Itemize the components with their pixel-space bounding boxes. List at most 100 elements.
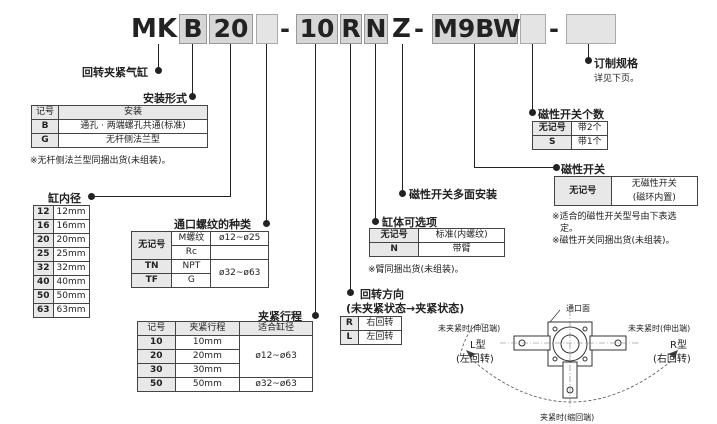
- direction-table: R 右回转 L 左回转: [340, 316, 403, 345]
- bore-code: 32: [33, 261, 54, 276]
- port-table: 无记号 M螺纹 ø12~ø25 Rc TN NPT ø32~ø63 TF G: [130, 231, 269, 288]
- stroke-table: 记号 夹紧行程 适合缸径 10 10mm ø12~ø63 20 20mm 30 …: [137, 321, 313, 392]
- order-title: 订制规格: [594, 57, 638, 70]
- switch-note-3: ※磁性开关同捆出货(未组装)。: [552, 236, 675, 246]
- body-note: ※臂同捆出货(未组装)。: [368, 265, 464, 275]
- stroke-code: 20: [137, 349, 176, 364]
- stroke-value: 20mm: [174, 349, 241, 364]
- mount-header-type: 安装: [58, 105, 208, 120]
- direction-code-r: R: [340, 316, 359, 331]
- port-type: M螺纹: [171, 231, 212, 246]
- switch-desc-1: 无磁性开关: [610, 176, 699, 191]
- mount-desc-b: 通孔 · 两端螺孔共通(标准): [58, 119, 208, 134]
- bore-size: 12mm: [52, 205, 90, 220]
- switch-table: 无记号 无磁性开关 (磁环内置): [554, 176, 699, 206]
- body-desc-standard: 标准(内螺纹): [418, 228, 505, 243]
- left-arrowhead: [466, 350, 476, 358]
- code-dash-2: -: [414, 15, 424, 43]
- switch-note-1: ※适合的磁性开关型号由下表选: [552, 212, 677, 222]
- stroke-code: 10: [137, 335, 176, 350]
- switch-count-title: 磁性开关个数: [538, 108, 604, 121]
- code-dash-3: -: [549, 15, 559, 43]
- rotary-clamp-label: 回转夹紧气缸: [82, 66, 148, 79]
- code-switch-box: M9BW: [432, 14, 521, 44]
- port-type: Rc: [171, 245, 212, 260]
- switch-count-table: 无记号 带2个 S 带1个: [531, 121, 608, 150]
- code-dash-1: -: [280, 15, 290, 43]
- body-desc-arm: 带臂: [418, 242, 505, 257]
- bore-title: 缸内径: [48, 192, 81, 205]
- bore-code: 16: [33, 219, 54, 234]
- switch-count-code-none: 无记号: [531, 121, 573, 136]
- right-type-label: R型: [670, 340, 687, 351]
- port-code-tf: TF: [130, 273, 173, 288]
- bore-code: 20: [33, 233, 54, 248]
- port-code-tn: TN: [130, 259, 173, 274]
- code-mount-box: B: [179, 14, 207, 44]
- stroke-value: 50mm: [174, 377, 241, 392]
- left-open-label: 未夹紧时(伸出端): [438, 324, 501, 333]
- code-bore-box: 20: [209, 14, 253, 44]
- bore-size: 20mm: [52, 233, 90, 248]
- bore-size: 25mm: [52, 247, 90, 262]
- body-option-table: 无记号 标准(内螺纹) N 带臂: [368, 228, 505, 257]
- bore-code: 25: [33, 247, 54, 262]
- direction-code-l: L: [340, 330, 359, 345]
- stroke-code: 30: [137, 363, 176, 378]
- mount-code-g: G: [31, 133, 59, 148]
- mount-note: ※无杆侧法兰型同捆出货(未组装)。: [30, 156, 171, 166]
- body-code-n: N: [368, 242, 420, 257]
- bore-size: 63mm: [52, 303, 90, 318]
- stroke-value: 10mm: [174, 335, 241, 350]
- bore-size: 32mm: [52, 261, 90, 276]
- bore-code: 63: [33, 303, 54, 318]
- switch-note-2: 定。: [560, 224, 579, 234]
- direction-title: 回转方向: [360, 288, 404, 301]
- code-direction-box: R: [340, 14, 362, 44]
- stroke-header-stroke: 夹紧行程: [174, 321, 241, 336]
- port-range-small: ø12~ø25: [210, 231, 269, 246]
- code-mk: MK: [131, 14, 178, 44]
- stroke-value: 30mm: [174, 363, 241, 378]
- right-open-label: 未夹紧时(伸出端): [628, 324, 691, 333]
- bore-code: 12: [33, 205, 54, 220]
- port-title: 通口螺纹的种类: [174, 218, 251, 231]
- port-range-large: ø32~ø63: [210, 259, 269, 288]
- bore-size: 16mm: [52, 219, 90, 234]
- switch-code-none: 无记号: [554, 176, 612, 206]
- mount-table: 记号 安装 B 通孔 · 两端螺孔共通(标准) G 无杆侧法兰型: [31, 105, 208, 148]
- code-stroke-box: 10: [296, 14, 338, 44]
- direction-subtitle: (未夹紧状态→夹紧状态): [346, 302, 465, 315]
- clamped-label: 夹紧时(缩回端): [540, 413, 595, 422]
- mount-header-code: 记号: [31, 105, 59, 120]
- switch-count-desc-1: 带1个: [571, 135, 608, 150]
- mount-desc-g: 无杆侧法兰型: [58, 133, 208, 148]
- port-code-none: 无记号: [130, 231, 173, 260]
- code-order-box: [566, 14, 616, 44]
- stroke-title: 夹紧行程: [258, 310, 302, 323]
- sweep-arc: [469, 357, 676, 403]
- bore-size: 50mm: [52, 289, 90, 304]
- mount-code-b: B: [31, 119, 59, 134]
- switch-title: 磁性开关: [561, 163, 605, 176]
- left-direction-label: (左回转): [456, 354, 494, 365]
- code-body-box: N: [364, 14, 388, 44]
- right-direction-label: (右回转): [653, 354, 691, 365]
- rotation-diagram: [459, 309, 678, 408]
- code-z: Z: [392, 14, 411, 44]
- stroke-code: 50: [137, 377, 176, 392]
- port-type: G: [171, 273, 212, 288]
- bore-code: 50: [33, 289, 54, 304]
- stroke-bore-range-2: ø32~ø63: [239, 377, 313, 392]
- right-arrowhead: [668, 350, 678, 358]
- code-switch-count-box: [520, 14, 546, 44]
- left-type-label: L型: [470, 340, 486, 351]
- port-type: NPT: [171, 259, 212, 274]
- stroke-header-code: 记号: [137, 321, 176, 336]
- switch-count-desc-2: 带2个: [571, 121, 608, 136]
- switch-face-title: 磁性开关多面安装: [409, 188, 497, 201]
- switch-desc-2: (磁环内置): [610, 191, 699, 206]
- body-option-title: 缸体可选项: [382, 216, 437, 229]
- code-port-box: [256, 14, 278, 44]
